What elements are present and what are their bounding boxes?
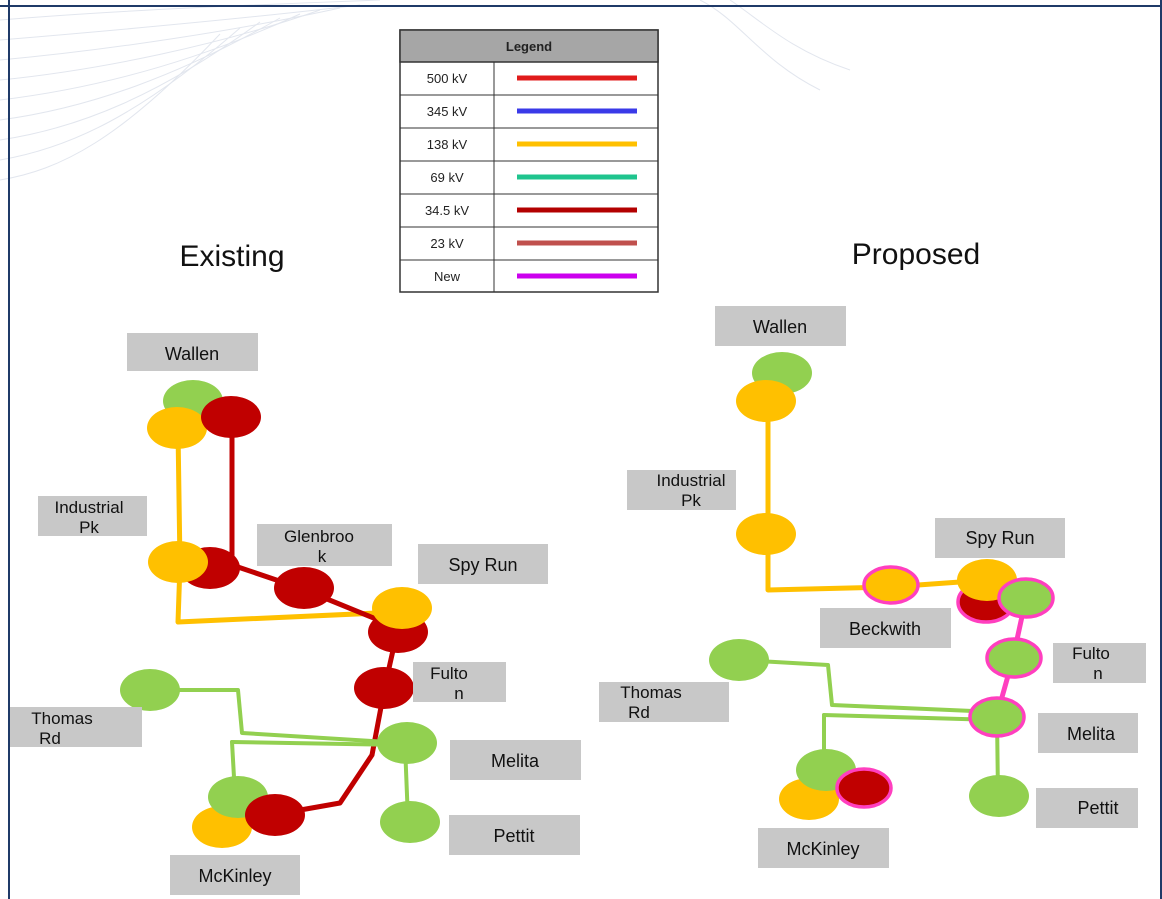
existing-diagram: Wallen Industrial Pk Glenbroo k Spy Run … [10, 333, 581, 895]
legend-rows: 500 kV 345 kV 138 kV 69 kV 34.5 kV 23 kV New [400, 71, 658, 284]
proposed-thomas-text-2: Rd [628, 703, 650, 722]
existing-label-pettit: Pettit [449, 815, 580, 855]
existing-34kv-line [229, 415, 401, 818]
legend-row-label: 345 kV [427, 104, 468, 119]
proposed-wallen-text: Wallen [753, 317, 807, 337]
proposed-thomas-text-1: Thomas [620, 683, 681, 702]
proposed-industrial-text-1: Industrial [657, 471, 726, 490]
existing-label-thomas: Thomas Rd [10, 707, 142, 748]
proposed-beckwith-text: Beckwith [849, 619, 921, 639]
proposed-69kv-line-a [738, 658, 998, 714]
existing-thomas-text-2: Rd [39, 729, 61, 748]
existing-glenbrook-text-1: Glenbroo [284, 527, 354, 546]
proposed-heading: Proposed [852, 238, 980, 271]
proposed-69kv-line-b [822, 713, 998, 722]
existing-melita-node [377, 722, 437, 764]
existing-fulton-text-2: n [454, 684, 463, 703]
existing-melita-text: Melita [491, 751, 540, 771]
proposed-label-beckwith: Beckwith [820, 608, 951, 648]
legend-header [399, 29, 659, 63]
existing-industrial-text-1: Industrial [55, 498, 124, 517]
existing-69kv-line-a [148, 688, 407, 745]
existing-spyrun-text: Spy Run [448, 555, 517, 575]
proposed-pettit-text: Pettit [1077, 798, 1118, 818]
existing-label-mckinley: McKinley [170, 855, 300, 895]
proposed-label-melita: Melita [1038, 713, 1138, 753]
existing-industrial-138kv-node [148, 541, 208, 583]
existing-glenbrook-text-2: k [318, 547, 327, 566]
background-swirl [0, 0, 851, 181]
existing-label-melita: Melita [450, 740, 581, 780]
existing-label-spyrun: Spy Run [418, 544, 548, 584]
proposed-fulton-text-1: Fulto [1072, 644, 1110, 663]
legend-row-label: 69 kV [430, 170, 464, 185]
existing-glenbrook-node [274, 567, 334, 609]
existing-thomas-node [120, 669, 180, 711]
proposed-industrial-node [736, 513, 796, 555]
existing-spyrun-138kv-node [372, 587, 432, 629]
proposed-138kv-line [765, 397, 991, 593]
legend-row-label: 138 kV [427, 137, 468, 152]
proposed-wallen-138kv-node [736, 380, 796, 422]
proposed-diagram: Wallen Industrial Pk Spy Run Beckwith Fu… [599, 306, 1146, 868]
proposed-spyrun-69kv-node [997, 577, 1055, 619]
legend-row-label: New [434, 269, 461, 284]
proposed-label-fulton: Fulto n [1053, 643, 1146, 683]
proposed-industrial-text-2: Pk [681, 491, 701, 510]
existing-wallen-138kv-node [147, 407, 207, 449]
existing-fulton-text-1: Fulto [430, 664, 468, 683]
proposed-mckinley-34kv-node [835, 767, 893, 809]
legend-title: Legend [506, 39, 552, 54]
existing-pettit-text: Pettit [493, 826, 534, 846]
existing-wallen-34kv-node [201, 396, 261, 438]
existing-label-industrial: Industrial Pk [38, 496, 147, 537]
existing-label-glenbrook: Glenbroo k [257, 524, 392, 566]
proposed-melita-text: Melita [1067, 724, 1116, 744]
existing-industrial-text-2: Pk [79, 518, 99, 537]
proposed-label-wallen: Wallen [715, 306, 846, 346]
proposed-label-pettit: Pettit [1036, 788, 1138, 828]
existing-pettit-node [380, 801, 440, 843]
existing-mckinley-34kv-node [245, 794, 305, 836]
proposed-beckwith-node [862, 565, 920, 605]
proposed-fulton-text-2: n [1093, 664, 1102, 683]
existing-label-wallen: Wallen [127, 333, 258, 371]
proposed-label-spyrun: Spy Run [935, 518, 1065, 558]
legend-row-label: 23 kV [430, 236, 464, 251]
existing-label-fulton: Fulto n [413, 662, 506, 703]
proposed-fulton-node [985, 637, 1043, 679]
proposed-spyrun-text: Spy Run [965, 528, 1034, 548]
existing-heading: Existing [179, 240, 284, 273]
existing-69kv-line-b [230, 740, 402, 747]
proposed-label-thomas: Thomas Rd [599, 682, 729, 722]
legend-row-label: 34.5 kV [425, 203, 469, 218]
existing-fulton-node [354, 667, 414, 709]
proposed-mckinley-text: McKinley [786, 839, 859, 859]
legend-row-label: 500 kV [427, 71, 468, 86]
proposed-pettit-node [969, 775, 1029, 817]
existing-mckinley-text: McKinley [198, 866, 271, 886]
proposed-label-industrial: Industrial Pk [627, 470, 736, 510]
legend: Legend 500 kV 345 kV 138 kV 69 kV 34.5 kV 23 … [399, 29, 659, 293]
existing-138kv-line [175, 427, 403, 625]
proposed-thomas-node [709, 639, 769, 681]
existing-wallen-text: Wallen [165, 344, 219, 364]
existing-thomas-text-1: Thomas [31, 709, 92, 728]
proposed-melita-node [968, 696, 1026, 738]
proposed-label-mckinley: McKinley [758, 828, 889, 868]
